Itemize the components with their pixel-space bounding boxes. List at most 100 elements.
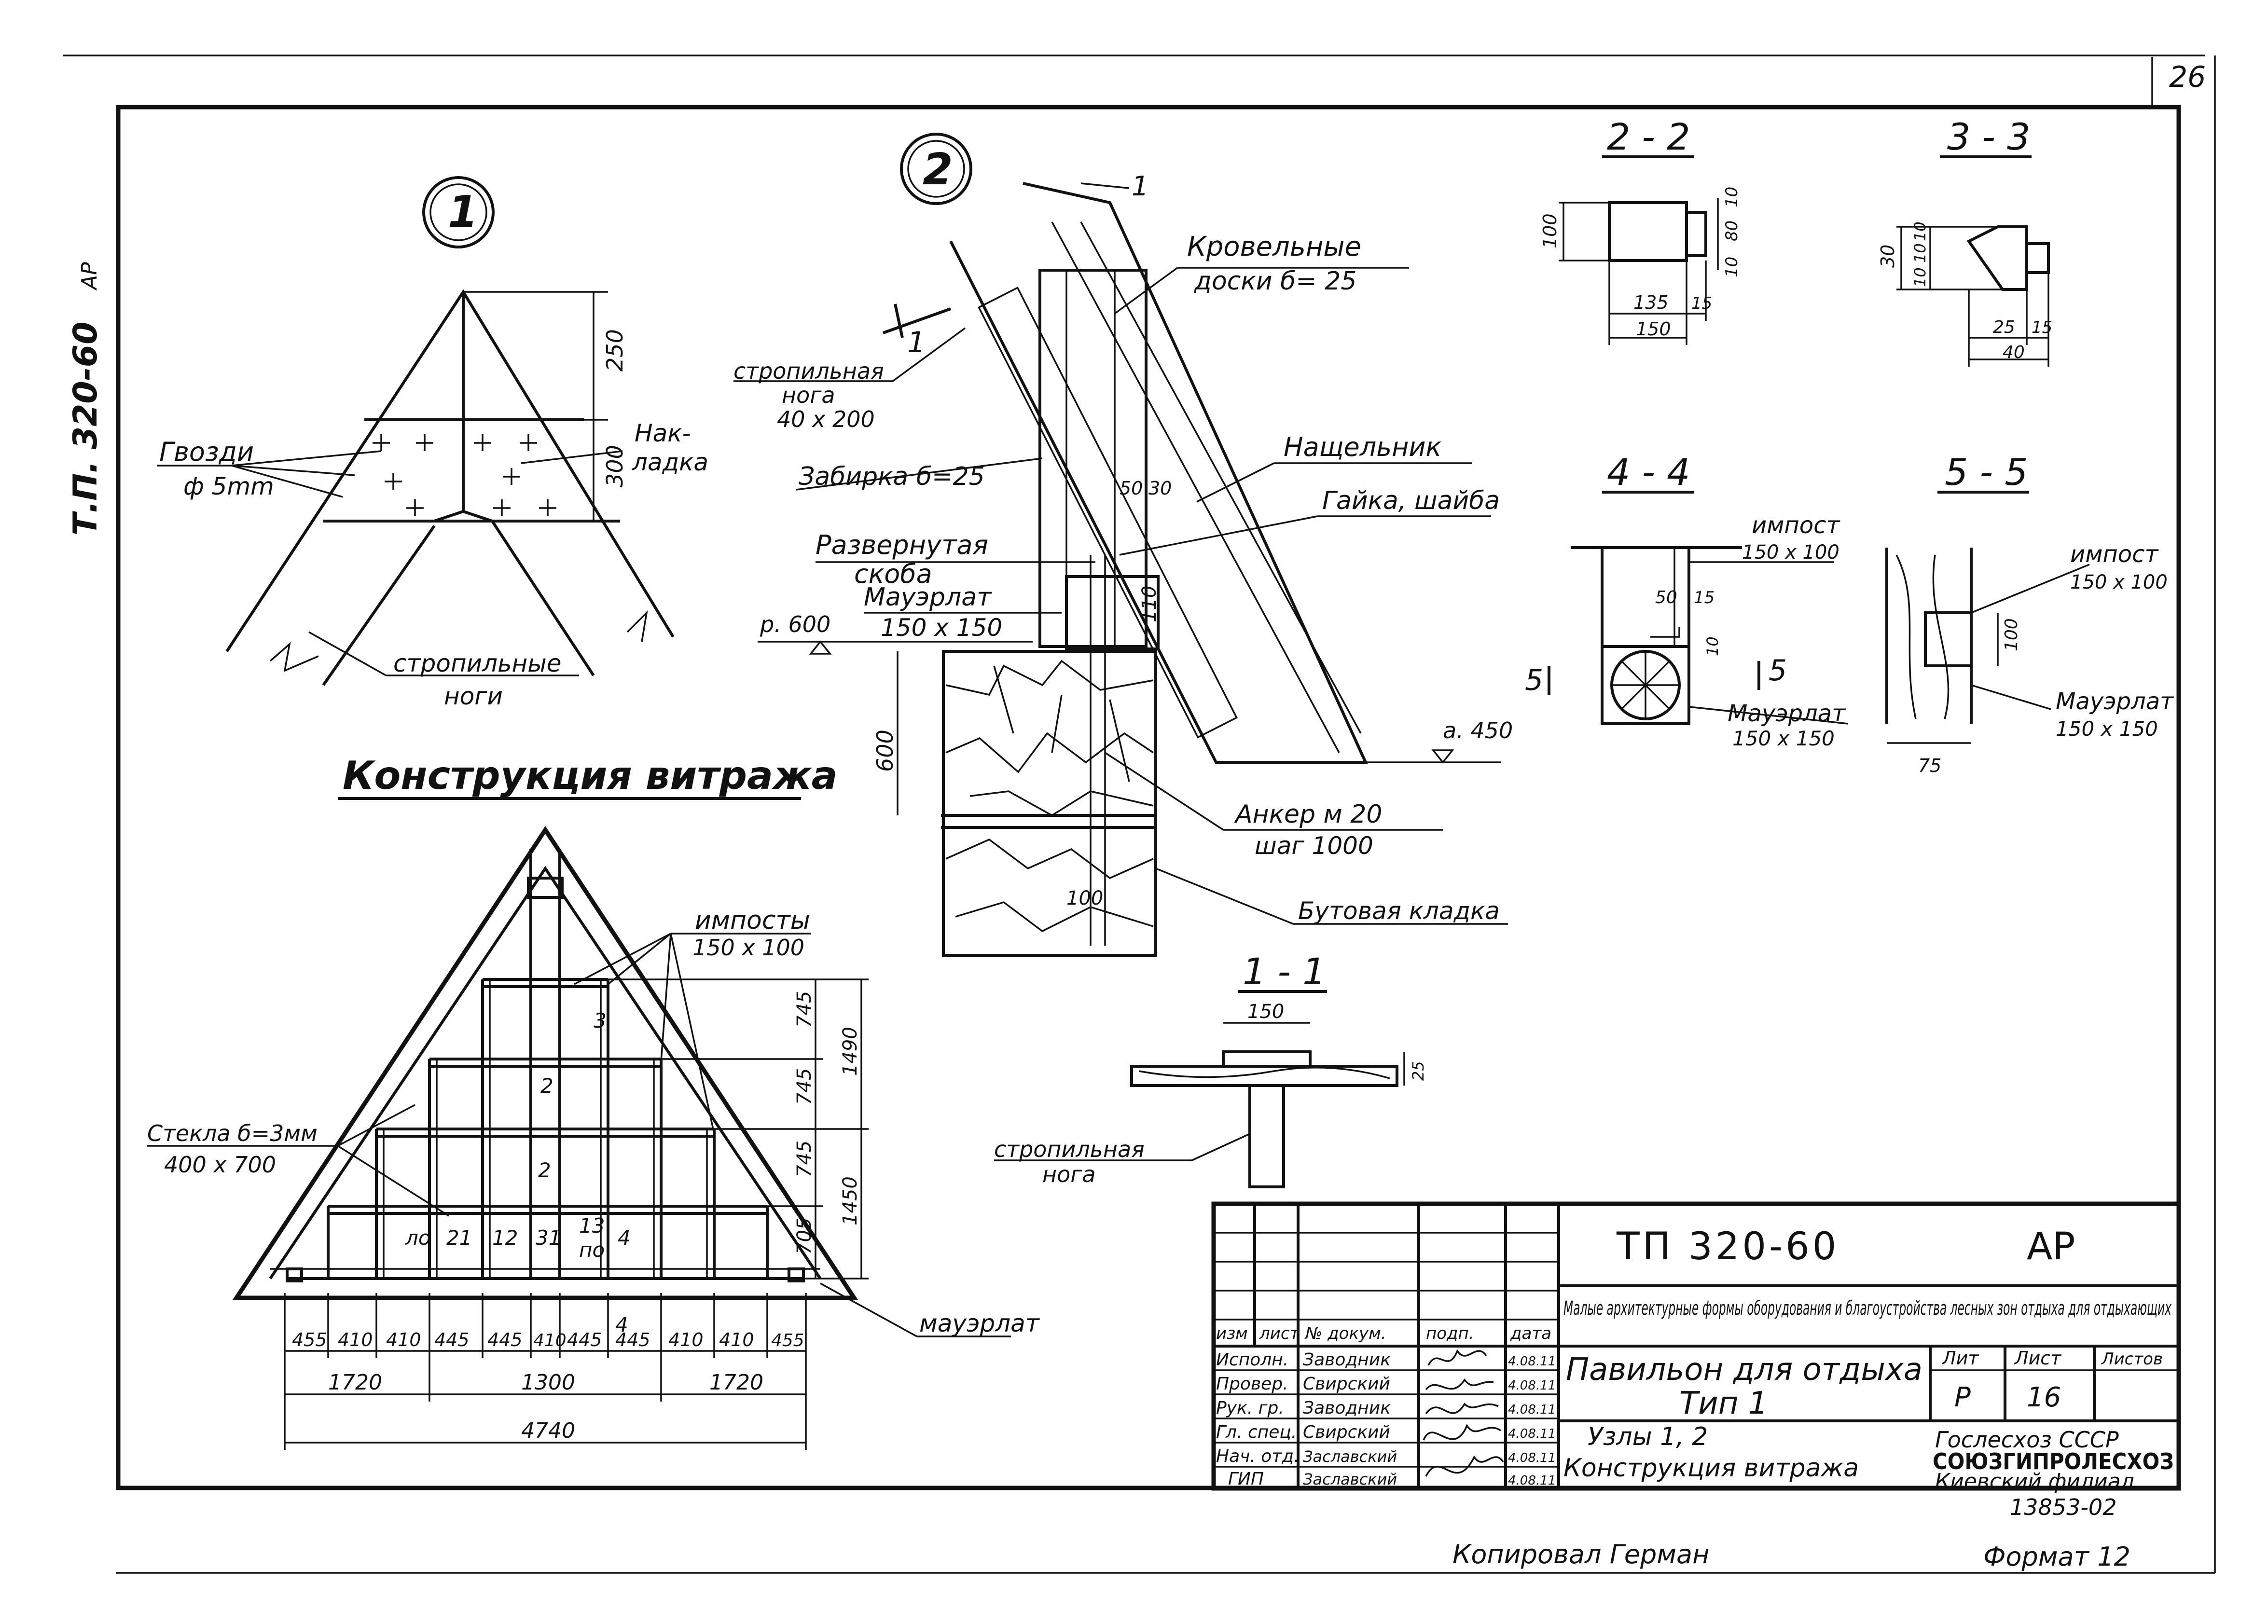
mark-4b: 4 [615, 1313, 628, 1336]
sec11-d150: 150 [1247, 1001, 1284, 1023]
rafter-leg-label-2: нога [782, 382, 835, 408]
mark-no: по [579, 1238, 605, 1262]
tb-discipline: АР [2027, 1225, 2075, 1268]
vdim-705: 705 [793, 1218, 816, 1254]
section-5-5: 5 - 5 импост 150 х 100 100 Мауэрлат 150 … [1885, 451, 2174, 776]
tb-org-2: СОЮЗГИПРОЛЕСХОЗ [1933, 1448, 2174, 1474]
hdim-8: 445 [615, 1329, 650, 1350]
tb-date-4: 4.08.11 [1508, 1427, 1556, 1441]
vdim-745c: 745 [793, 1141, 816, 1177]
tb-lit-header: Лит [1941, 1348, 1979, 1369]
nashchelnik-label: Нащельник [1284, 432, 1442, 462]
nails-size-label: ф 5mm [183, 472, 274, 500]
sec11-d25: 25 [1409, 1061, 1427, 1081]
side-note: АР [77, 262, 102, 291]
section-4-4: 4 - 4 импост 150 х 100 Мауэрлат 150 х 15… [1525, 451, 1849, 750]
tb-project: Малые архитектурные формы оборудования и… [1563, 1297, 2171, 1320]
hdim-5: 445 [487, 1329, 523, 1350]
section-5-5-title: 5 - 5 [1945, 451, 2028, 494]
tb-lit-value: Р [1954, 1382, 1971, 1413]
tb-date-1: 4.08.11 [1508, 1354, 1556, 1369]
sg-mauerlat-label: мауэрлат [919, 1309, 1040, 1337]
sec33-d10a: 10 [1911, 221, 1929, 241]
plate-label: Нак- [635, 419, 691, 447]
stained-glass-elevation: Конструкция витража [147, 753, 1040, 1450]
sec22-d135: 135 [1633, 292, 1669, 313]
tb-role-5: Нач. отд. [1216, 1446, 1300, 1466]
plate-label-2: ладка [632, 448, 708, 476]
sec22-d100: 100 [1539, 213, 1561, 248]
hdim-4: 445 [434, 1329, 470, 1350]
sec33-d10b: 10 [1911, 243, 1929, 263]
tb-role-3: Рук. гр. [1216, 1398, 1284, 1418]
dim-100: 100 [1066, 887, 1103, 909]
side-code: Т.П. 320-60 [67, 322, 105, 536]
total-right: 1720 [709, 1370, 763, 1395]
section-3-3-title: 3 - 3 [1947, 115, 2030, 158]
hdim-1: 455 [292, 1329, 327, 1350]
sec44-mark-5a: 5 [1525, 663, 1543, 697]
section-4-4-title: 4 - 4 [1607, 451, 1690, 494]
hdim-10: 410 [719, 1329, 754, 1350]
section-2-2-title: 2 - 2 [1607, 115, 1690, 158]
node-1-marker: 1 [448, 187, 478, 237]
tb-content-2: Конструкция витража [1563, 1454, 1859, 1483]
glass-label-2: 400 х 700 [164, 1152, 276, 1178]
rafters-label: стропильные [393, 649, 562, 677]
imposts-label: импосты [695, 906, 810, 935]
tb-date-5: 4.08.11 [1508, 1451, 1556, 1465]
tb-name-3: Заводник [1303, 1398, 1391, 1418]
tb-role-2: Провер. [1216, 1374, 1288, 1394]
tb-col-sign: подп. [1426, 1324, 1474, 1343]
sec44-mauerlat-label: Мауэрлат [1728, 700, 1846, 727]
tb-sheet-header: Лист [2014, 1348, 2062, 1369]
mark-12: 12 [492, 1226, 518, 1250]
sheet-border [63, 55, 2216, 1574]
sec44-impost-label: импост [1752, 512, 1841, 539]
tb-col-doc: № докум. [1304, 1324, 1386, 1343]
tb-role-1: Исполн. [1216, 1350, 1288, 1370]
node-1-detail: 1 Гвозди ф 5mm Нак- [157, 176, 708, 710]
rafters-label-2: ноги [444, 682, 503, 710]
tb-role-6: ГИП [1228, 1469, 1264, 1489]
vdim-745b: 745 [793, 1068, 816, 1105]
hdim-9: 410 [668, 1329, 704, 1350]
vdim-1490: 1490 [839, 1027, 861, 1076]
hdim-2: 410 [338, 1329, 373, 1350]
rafter-leg-label: стропильная [733, 358, 884, 384]
footer-copied: Копировал Герман [1452, 1539, 1709, 1569]
bracket-label-2: скоба [854, 559, 932, 589]
tb-org-1: Гослесхоз СССР [1935, 1427, 2119, 1453]
tb-col-change: изм [1216, 1324, 1248, 1343]
roof-boards-label: Кровельные [1187, 231, 1361, 262]
anchor-label-2: шаг 1000 [1255, 832, 1373, 860]
sec33-d40: 40 [2003, 343, 2025, 362]
sec11-rafter-label: стропильная [994, 1136, 1145, 1162]
sec55-impost-label-2: 150 х 100 [2070, 571, 2168, 593]
dim-30: 30 [1148, 478, 1172, 499]
tb-date-2: 4.08.11 [1508, 1378, 1556, 1393]
sec44-d10: 10 [1703, 636, 1722, 656]
sec55-mauerlat-label: Мауэрлат [2056, 688, 2174, 715]
page-number: 26 [2169, 60, 2206, 94]
mark-33: 3 [594, 1009, 607, 1032]
rubble-label: Бутовая кладка [1298, 897, 1500, 925]
sec44-mauerlat-label-2: 150 х 150 [1732, 727, 1835, 750]
dim-110: 110 [1138, 586, 1161, 622]
sec22-d150: 150 [1636, 318, 1671, 340]
vdim-1450: 1450 [839, 1176, 861, 1225]
nails-label: Гвозди [159, 437, 254, 467]
sec22-d15: 15 [1691, 294, 1712, 313]
mark-22: 2 [540, 1074, 553, 1098]
sec44-impost-label-2: 150 х 100 [1742, 541, 1839, 564]
roof-boards-label-2: доски б= 25 [1194, 267, 1356, 296]
tb-code: ТП 320-60 [1616, 1225, 1839, 1268]
tb-sheet-title: Павильон для отдыха [1566, 1352, 1922, 1388]
tb-sheet-value: 16 [2027, 1382, 2061, 1413]
sec55-impost-label: импост [2070, 541, 2159, 568]
hdim-7: 445 [567, 1329, 602, 1350]
mark-13: 13 [579, 1214, 605, 1238]
rafter-leg-label-3: 40 х 200 [777, 406, 875, 432]
signatures [1423, 1349, 1504, 1477]
